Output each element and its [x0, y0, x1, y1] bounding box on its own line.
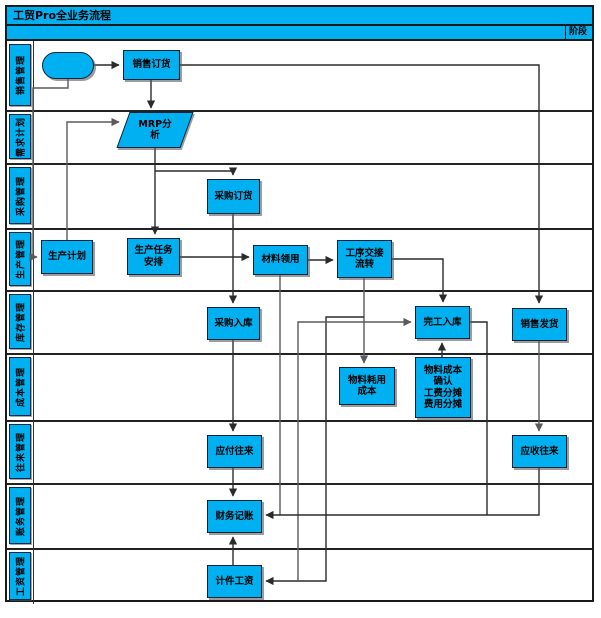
- node-piece-wage[interactable]: 计件工资: [207, 565, 262, 598]
- lane-boundary: [7, 110, 592, 112]
- lane-boundary: [7, 163, 592, 165]
- lane-boundary: [7, 548, 592, 550]
- lane-boundary: [7, 228, 592, 230]
- lane-label-divider: [33, 41, 34, 604]
- lane-demand-plan: 需求计划: [9, 114, 31, 159]
- lane-transactions: 往来管理: [9, 424, 31, 479]
- node-accounts-payable[interactable]: 应付往来: [207, 435, 262, 468]
- stage-label: 阶段: [564, 26, 590, 39]
- node-production-task[interactable]: 生产任务 安排: [127, 238, 180, 275]
- node-material-consumption-cost[interactable]: 物料耗用 成本: [339, 367, 395, 405]
- lane-accounting: 账务管理: [9, 487, 31, 544]
- diagram-title: 工贸Pro全业务流程: [7, 7, 592, 26]
- lane-payroll: 工资管理: [9, 552, 31, 600]
- lane-boundary: [7, 420, 592, 422]
- node-completion-receipt[interactable]: 完工入库: [415, 306, 470, 339]
- node-cost-confirmation-allocation[interactable]: 物料成本 确认 工费分摊 费用分摊: [415, 357, 471, 418]
- node-mrp-analysis[interactable]: MRP分 析: [116, 112, 194, 148]
- node-bookkeeping[interactable]: 财务记账: [207, 500, 262, 533]
- node-sales-order[interactable]: 销售订货: [123, 50, 180, 80]
- stage-bar: 阶段: [7, 26, 592, 41]
- node-purchase-receipt[interactable]: 采购入库: [207, 307, 260, 340]
- flowchart-frame: 工贸Pro全业务流程 阶段 销售管理 需求计划 采购管理 生产管理 库存管理 成…: [5, 5, 594, 604]
- start-terminator[interactable]: [42, 52, 94, 79]
- lane-sales: 销售管理: [9, 44, 31, 106]
- node-material-requisition[interactable]: 材料领用: [253, 245, 308, 275]
- lane-cost: 成本管理: [9, 357, 31, 416]
- node-process-handover[interactable]: 工序交接 流转: [337, 240, 392, 278]
- node-production-plan[interactable]: 生产计划: [41, 240, 93, 274]
- lane-inventory: 库存管理: [9, 294, 31, 349]
- node-purchase-order[interactable]: 采购订货: [207, 179, 260, 214]
- lane-boundary: [7, 353, 592, 355]
- lane-boundary: [7, 290, 592, 292]
- node-accounts-receivable[interactable]: 应收往来: [512, 435, 567, 468]
- node-sales-delivery[interactable]: 销售发货: [512, 308, 567, 341]
- lane-purchasing: 采购管理: [9, 167, 31, 224]
- lane-boundary: [7, 483, 592, 485]
